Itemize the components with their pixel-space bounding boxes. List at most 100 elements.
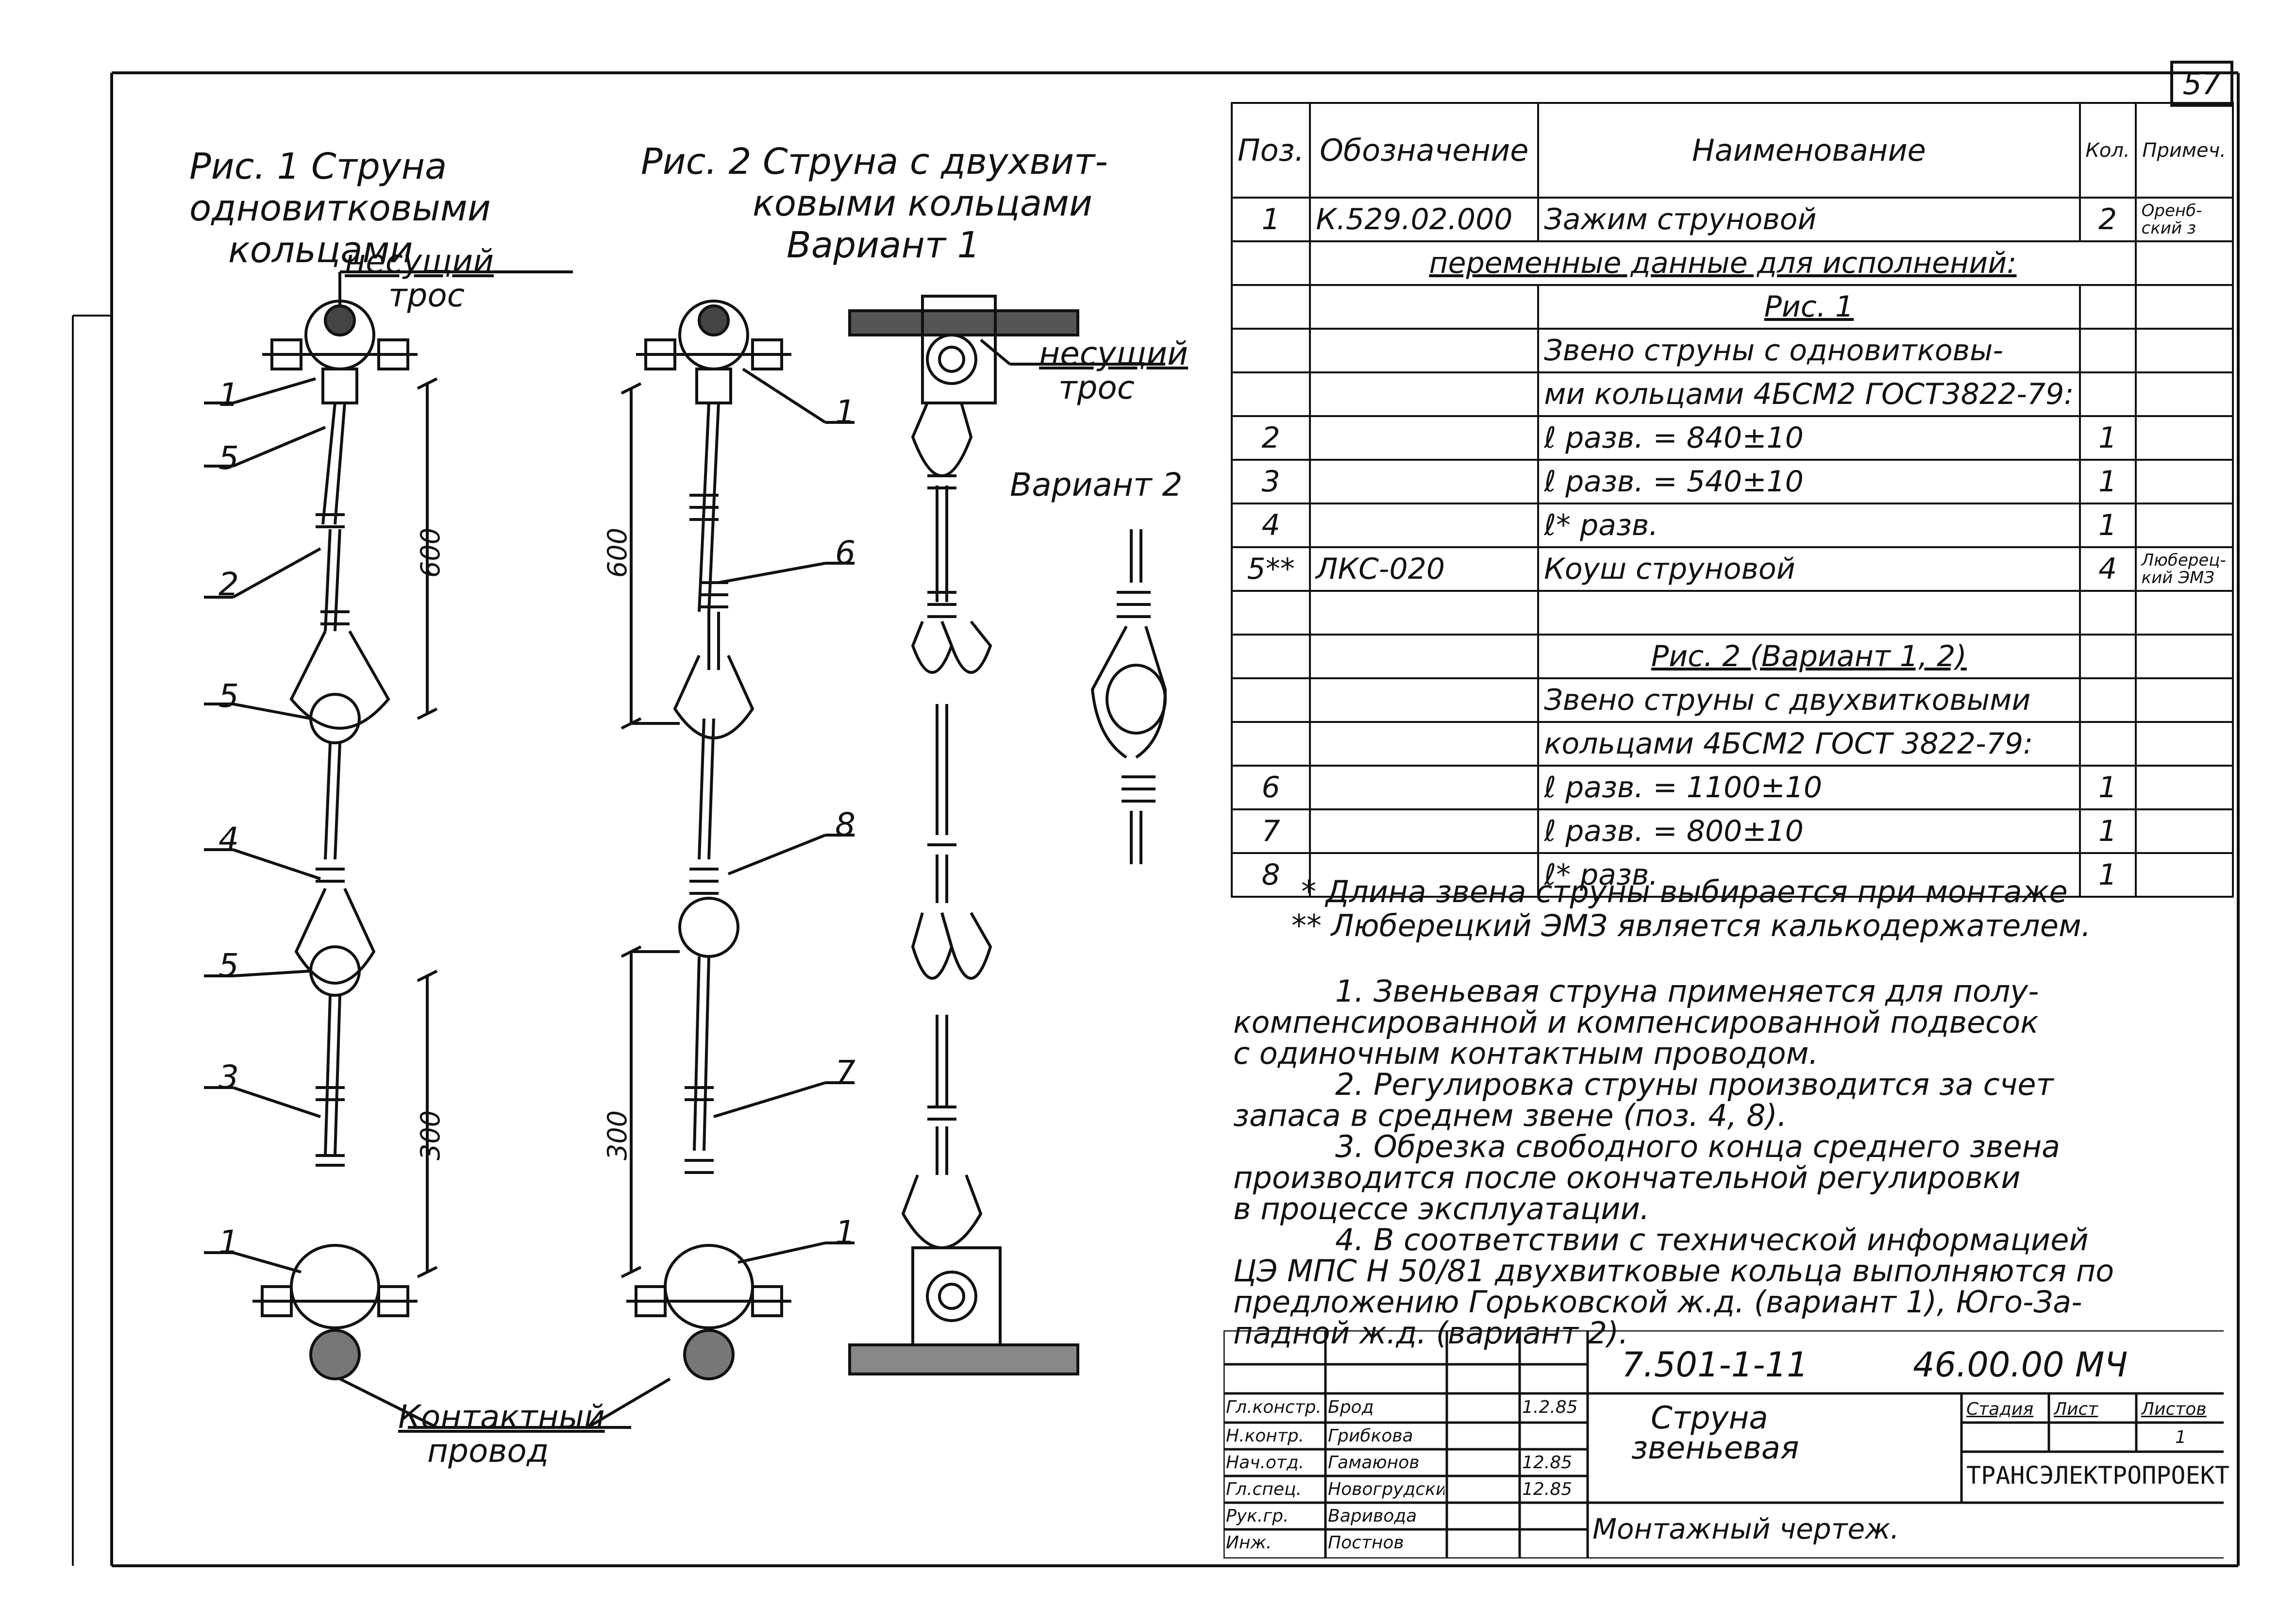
cell-pos [1230,284,1311,330]
cell-pos: 3 [1230,459,1311,504]
fig1-callout: 2 [218,566,239,603]
tb-doc-code: 7.501-1-11 [1622,1345,1809,1385]
cell-name: ℓ разв. = 1100±10 [1537,765,2081,810]
cell-note [2134,240,2234,286]
table-row: Звено струны с одновитковы- [1230,328,2234,373]
sheet-number: 57 [2170,61,2233,107]
fig1-callout: 1 [218,376,239,414]
cell-pos: 7 [1230,808,1311,854]
tb-doc-number: 46.00.00 МЧ [1913,1345,2128,1385]
tb-name: Грибкова [1328,1426,1413,1446]
fig1-callout: 3 [218,1058,239,1096]
cell-name-text: Рис. 1 [1764,290,1854,324]
cell-designation [1309,808,1540,854]
cell-note [2134,415,2234,461]
note-line: 4. В соответствии с технической информац… [1335,1222,2089,1257]
table-row: 8 ℓ* разв. 1 [1230,852,2234,898]
cell-designation [1309,503,1540,548]
cell-note [2134,808,2234,854]
note-line: с одиночным контактным проводом. [1233,1036,1819,1071]
tb-role: Гл.констр. [1226,1397,1322,1417]
fig1-carrier-label-1: несущий [345,243,494,280]
note-line: производится после окончательной регулир… [1233,1160,2021,1195]
cell-qty [2078,371,2137,417]
cell-name-text: переменные данные для исполнений: [1429,246,2017,280]
cell-pos: 4 [1230,503,1311,548]
note-line: 2. Регулировка струны производится за сч… [1335,1067,2054,1102]
cell-qty [2078,721,2137,767]
table-row [1230,590,2234,636]
cell-qty [2078,328,2137,373]
cell-pos: 5** [1230,546,1311,592]
cell-name [1537,590,2081,636]
tb-sheet-header: Лист [2054,1399,2098,1419]
table-row: переменные данные для исполнений: [1230,240,2234,286]
note-line: 1. Звеньевая струна применяется для полу… [1335,973,2039,1009]
cell-designation [1309,721,1540,767]
cell-name: Зажим струновой [1537,197,2081,242]
cell-name: кольцами 4БСМ2 ГОСТ 3822-79: [1537,721,2081,767]
fig1-title: Рис. 1 Струна одновитковыми кольцами [189,146,491,271]
cell-designation [1309,328,1540,373]
cell-qty: 1 [2078,415,2137,461]
cell-designation [1309,634,1540,679]
cell-name: ми кольцами 4БСМ2 ГОСТ3822-79: [1537,371,2081,417]
cell-designation: К.529.02.000 [1309,197,1540,242]
fig1-title-line-2: одновитковыми [189,187,491,229]
cell-pos [1230,590,1311,636]
cell-note [2134,852,2234,898]
title-block-grid [1223,1330,2224,1559]
cell-qty: 1 [2078,503,2137,548]
header-designation: Обозначение [1309,102,1540,199]
cell-name: ℓ разв. = 800±10 [1537,808,2081,854]
table-row: 6 ℓ разв. = 1100±10 1 [1230,765,2234,810]
tb-sheets-total: 1 [2175,1427,2186,1447]
cell-note [2134,677,2234,723]
footnote: * Длина звена струны выбирается при монт… [1301,874,2068,909]
cell-name: ℓ разв. = 840±10 [1537,415,2081,461]
fig1-callout: 5 [218,677,239,715]
fig2-carrier-label-1: несущий [1039,335,1189,372]
tb-name: Варивода [1328,1506,1417,1526]
spec-table: Поз. Обозначение Наименование Кол. Приме… [1230,102,2234,898]
note-line: падной ж.д. (вариант 2). [1233,1315,1628,1351]
cell-qty: 1 [2078,765,2137,810]
fig2-callout: 1 [835,393,855,431]
header-pos: Поз. [1230,102,1311,199]
note-line: ЦЭ МПС Н 50/81 двухвитковые кольца выпол… [1233,1253,2114,1289]
table-row: ми кольцами 4БСМ2 ГОСТ3822-79: [1230,371,2234,417]
cell-name-text: Рис. 2 (Вариант 1, 2) [1651,639,1967,673]
fig2-drawing [620,300,855,1380]
cell-designation [1309,459,1540,504]
fig1-callout: 1 [218,1224,239,1261]
fig1-dim-upper: 600 [415,527,446,578]
tb-role: Инж. [1226,1533,1272,1553]
cell-designation: ЛКС-020 [1309,546,1540,592]
cell-name: Звено струны с двухвитковыми [1537,677,2081,723]
note-line: в процессе эксплуатации. [1233,1191,1650,1226]
fig2-side-drawing [848,295,1165,1375]
cell-designation [1309,284,1540,330]
fig1-callout: 5 [218,947,239,984]
fig1-title-line-1: Рис. 1 Струна [189,146,447,187]
header-note: Примеч. [2134,102,2234,199]
tb-stage-header: Стадия [1966,1399,2034,1419]
fig2-title-line-3: Вариант 1 [787,224,980,266]
cell-qty: 4 [2078,546,2137,592]
tb-name: Брод [1328,1397,1374,1417]
cell-note [2134,765,2234,810]
tb-title-line-2: звеньевая [1631,1430,1799,1466]
cell-note [2134,634,2234,679]
tb-subtitle: Монтажный чертеж. [1592,1512,1899,1545]
note-line: предложению Горьковской ж.д. (вариант 1)… [1233,1284,2082,1320]
tb-role: Нач.отд. [1226,1453,1305,1473]
cell-name: Рис. 1 [1537,284,2081,330]
cell-qty: 1 [2078,852,2137,898]
fig1-drawing [204,270,671,1429]
cell-designation [1309,852,1540,898]
cell-designation [1309,371,1540,417]
fig2-dim-lower: 300 [602,1110,633,1160]
tb-name: Новогрудский [1328,1479,1444,1499]
fig1-title-line-3: кольцами [228,229,413,271]
